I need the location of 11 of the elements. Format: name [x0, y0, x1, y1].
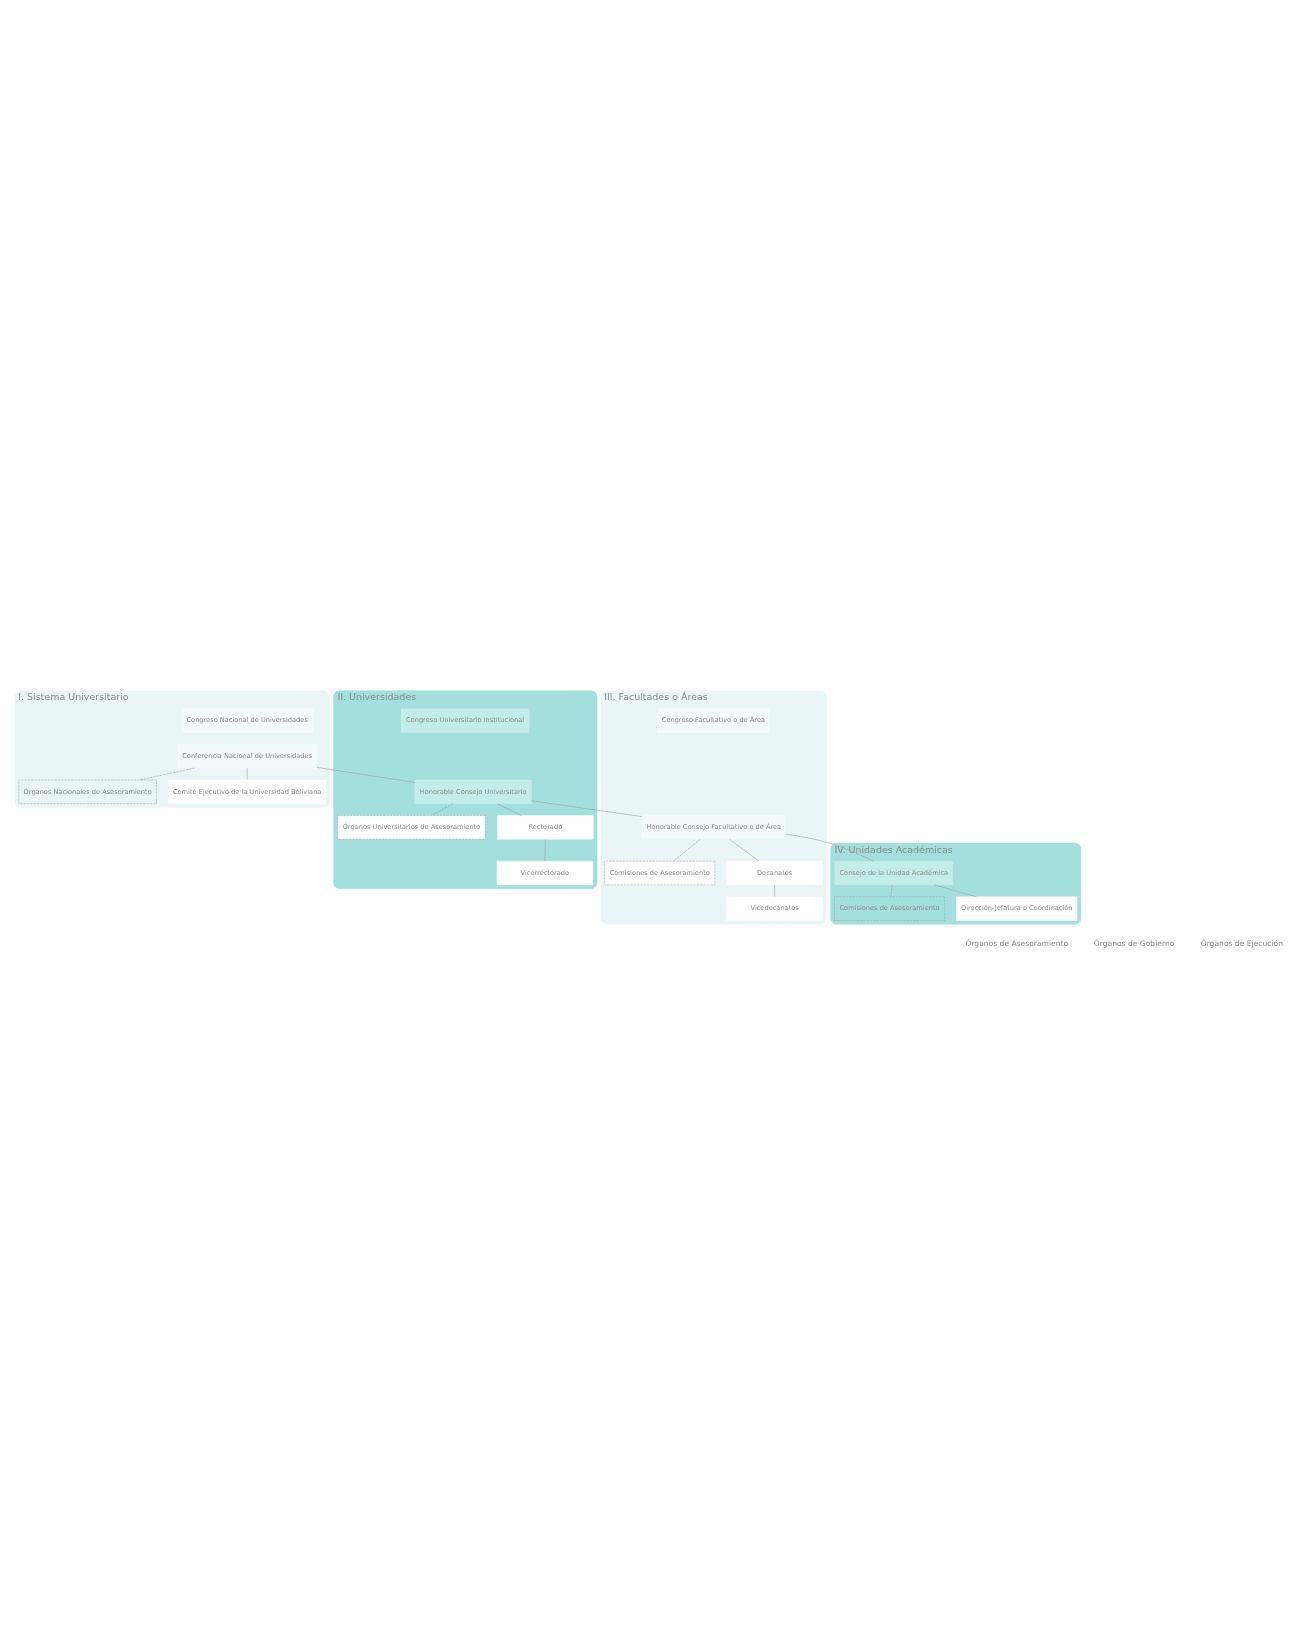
connector — [316, 766, 415, 783]
connector — [246, 767, 248, 780]
connector — [933, 884, 977, 897]
connector — [673, 838, 701, 861]
connector — [785, 833, 874, 861]
connector — [431, 802, 454, 816]
connector — [531, 799, 643, 817]
connector — [139, 767, 195, 780]
connector — [729, 838, 760, 861]
connector — [496, 802, 522, 816]
connector — [774, 884, 775, 897]
